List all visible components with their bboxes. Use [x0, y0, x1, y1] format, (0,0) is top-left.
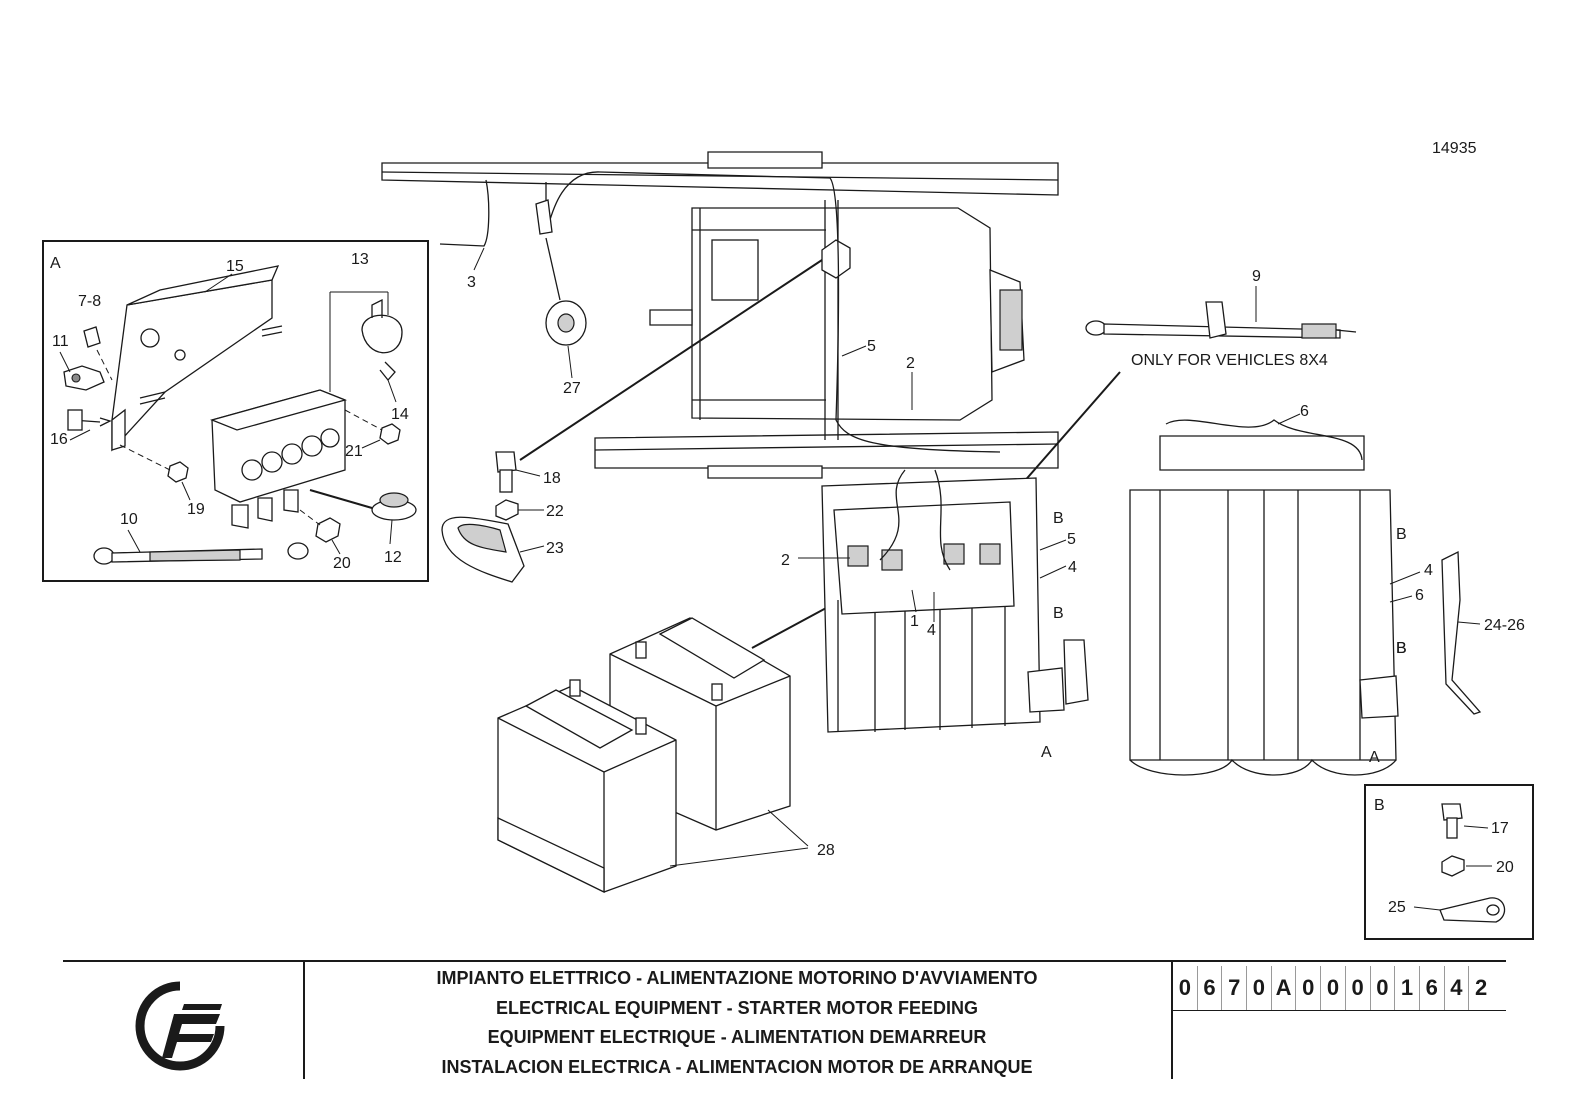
- label-6-right: 6: [1415, 587, 1424, 604]
- panel-b-letter: B: [1374, 797, 1385, 814]
- switch-parts-drawing: [63, 326, 112, 431]
- label-5-side: 5: [1067, 531, 1076, 548]
- label-4-side: 4: [1068, 559, 1077, 576]
- label-21: 21: [345, 443, 363, 460]
- detail-panel-b: B 17 20 25: [1364, 784, 1534, 940]
- cable-9-drawing: [1085, 301, 1357, 339]
- nut-21-drawing: [379, 423, 401, 445]
- label-22: 22: [546, 503, 564, 520]
- clamp-drawing: [361, 298, 403, 382]
- label-9: 9: [1252, 268, 1261, 285]
- label-4-mid: 4: [927, 622, 936, 639]
- section-markers: B B B B B A A: [1041, 510, 1407, 766]
- label-20b: 20: [1496, 859, 1514, 876]
- starter-motor-drawing: [381, 151, 1059, 479]
- label-25: 25: [1388, 899, 1406, 916]
- grommet-drawing: [371, 492, 417, 521]
- detail-panel-a: A: [42, 240, 429, 582]
- label-28: 28: [817, 842, 835, 859]
- label-11: 11: [52, 333, 69, 350]
- drawing-number: 14935: [1432, 140, 1477, 157]
- marker-b-4: B: [1396, 640, 1407, 657]
- label-2-top: 2: [906, 355, 915, 372]
- marker-b-1: B: [1053, 510, 1064, 527]
- label-17: 17: [1491, 820, 1509, 837]
- label-1: 1: [910, 613, 919, 630]
- label-15: 15: [226, 258, 244, 275]
- bolt-nut-clip-drawing: [441, 451, 525, 583]
- label-3: 3: [467, 274, 476, 291]
- batteries-drawing: [497, 617, 791, 894]
- nut-20-drawing: [315, 517, 341, 543]
- label-18: 18: [543, 470, 561, 487]
- label-19: 19: [187, 501, 205, 518]
- label-10: 10: [120, 511, 138, 528]
- marker-b-5: B: [1396, 640, 1407, 657]
- label-24-26: 24-26: [1484, 617, 1525, 634]
- battery-box-front-drawing: [821, 469, 1089, 733]
- label-2-mid: 2: [781, 552, 790, 569]
- marker-a-1: A: [1041, 744, 1052, 761]
- marker-a-2: A: [1369, 749, 1380, 766]
- callout-labels: 3 27 5 2 9 18 22 23 2 1 4 5 4 6 4 6 24-2…: [467, 247, 1525, 859]
- label-23: 23: [546, 540, 564, 557]
- label-20: 20: [333, 555, 351, 572]
- nut-19-drawing: [167, 461, 189, 483]
- marker-b-2: B: [1053, 605, 1064, 622]
- marker-b-3: B: [1396, 526, 1407, 543]
- cable-10-drawing: [93, 542, 309, 565]
- label-4-right: 4: [1424, 562, 1433, 579]
- mounting-bracket-drawing: [111, 265, 283, 452]
- label-5-top: 5: [867, 338, 876, 355]
- note-8x4: ONLY FOR VEHICLES 8X4: [1131, 352, 1328, 369]
- leader-line: [519, 259, 1121, 649]
- label-7-8: 7-8: [78, 293, 101, 310]
- label-6-top: 6: [1300, 403, 1309, 420]
- label-13: 13: [351, 251, 369, 268]
- panel-a-letter: A: [50, 255, 61, 272]
- label-12: 12: [384, 549, 402, 566]
- label-16: 16: [50, 431, 68, 448]
- fuse-block-drawing: [209, 291, 389, 529]
- label-27: 27: [563, 380, 581, 397]
- battery-box-side-drawing: [1129, 419, 1482, 776]
- leader-28: [669, 809, 809, 867]
- label-14: 14: [391, 406, 409, 423]
